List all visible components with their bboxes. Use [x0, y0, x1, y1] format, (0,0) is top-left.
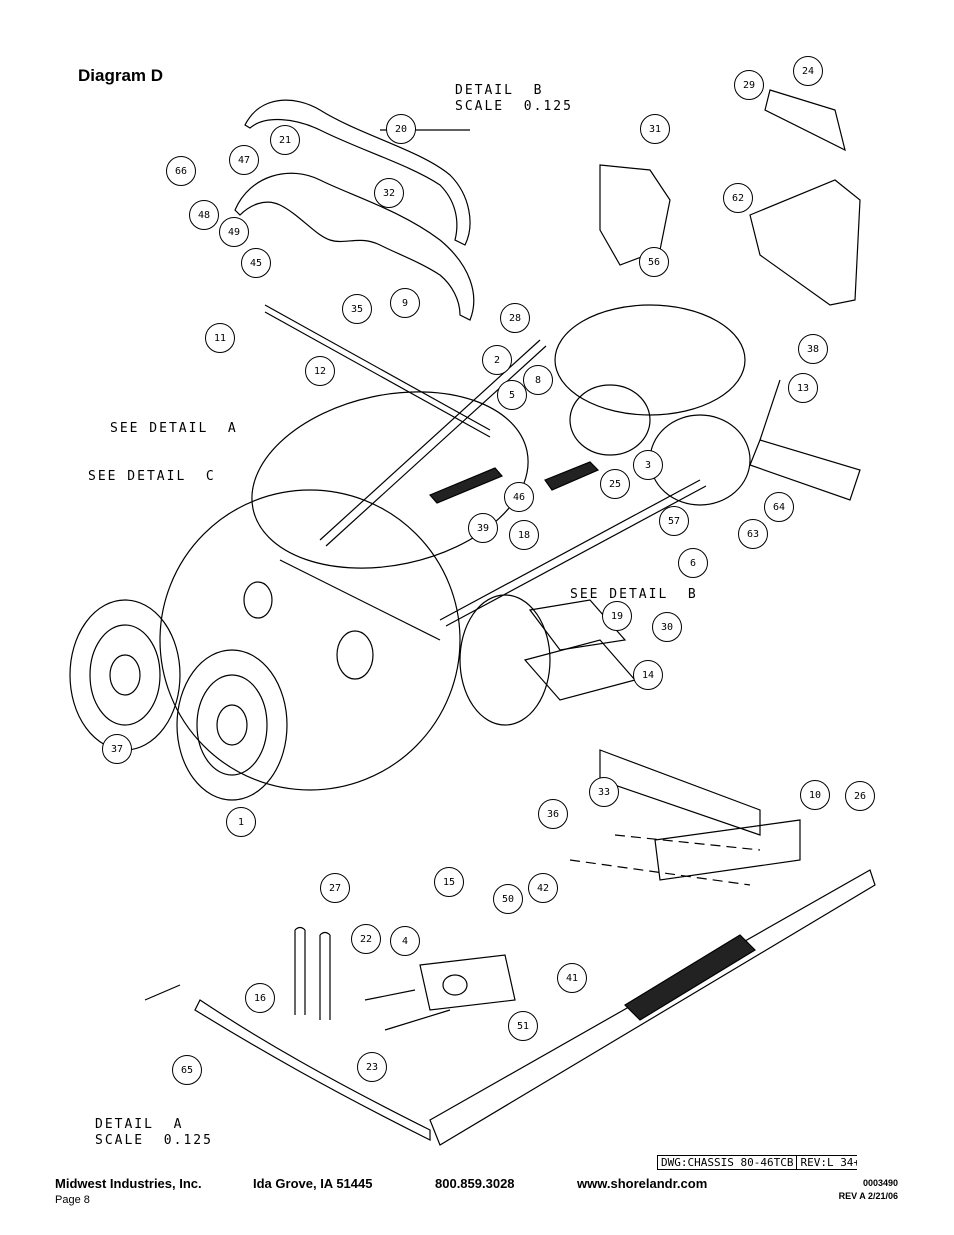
callout-19: 19: [602, 601, 632, 631]
footer-phone: 800.859.3028: [435, 1176, 515, 1191]
callout-9: 9: [390, 288, 420, 318]
dwg-revision: REV:L 34+: [800, 1156, 857, 1169]
plate-4: [419, 954, 516, 1011]
bolt-23: [384, 1009, 451, 1031]
callout-5: 5: [497, 380, 527, 410]
crossmember-12: [264, 304, 491, 431]
channel-14: [523, 639, 637, 701]
bracket-10: [599, 749, 761, 836]
callout-18: 18: [509, 520, 539, 550]
callout-4: 4: [390, 926, 420, 956]
hub-lower: [336, 630, 374, 680]
callout-6: 6: [678, 548, 708, 578]
detail-a-scale: SCALE 0.125: [95, 1133, 213, 1148]
callout-62: 62: [723, 183, 753, 213]
tire-1: [176, 649, 288, 801]
callout-42: 42: [528, 873, 558, 903]
bracket-24: [764, 89, 846, 152]
frame-rail-6: [439, 479, 701, 621]
callout-29: 29: [734, 70, 764, 100]
step-pad: [624, 934, 756, 1021]
bolt-long: [144, 984, 181, 1001]
callout-64: 64: [764, 492, 794, 522]
tire-37: [69, 599, 181, 751]
callout-38: 38: [798, 334, 828, 364]
callout-14: 14: [633, 660, 663, 690]
callout-27: 27: [320, 873, 350, 903]
callout-26: 26: [845, 781, 875, 811]
doc-number: 0003490: [862, 1178, 898, 1188]
callout-50: 50: [493, 884, 523, 914]
callout-16: 16: [245, 983, 275, 1013]
callout-11: 11: [205, 323, 235, 353]
winch-plate: [749, 179, 861, 306]
callout-13: 13: [788, 373, 818, 403]
tongue-13: [749, 439, 861, 501]
callout-56: 56: [639, 247, 669, 277]
detail-b-title: DETAIL B: [455, 83, 544, 98]
callout-25: 25: [600, 469, 630, 499]
callout-22: 22: [351, 924, 381, 954]
callout-15: 15: [434, 867, 464, 897]
callout-2: 2: [482, 345, 512, 375]
callout-63: 63: [738, 519, 768, 549]
detail-b-ring: [459, 594, 551, 726]
callout-48: 48: [189, 200, 219, 230]
callout-8: 8: [523, 365, 553, 395]
callout-1: 1: [226, 807, 256, 837]
rear-wheel-fender: [554, 304, 746, 416]
callout-24: 24: [793, 56, 823, 86]
step-39: [428, 467, 504, 504]
detail-c-ring: [159, 489, 461, 791]
callout-45: 45: [241, 248, 271, 278]
callout-31: 31: [640, 114, 670, 144]
callout-35: 35: [342, 294, 372, 324]
bolt-22: [364, 989, 416, 1001]
detail-b-scale: SCALE 0.125: [455, 99, 573, 114]
callout-57: 57: [659, 506, 689, 536]
callout-23: 23: [357, 1052, 387, 1082]
step-46: [544, 461, 600, 491]
callout-39: 39: [468, 513, 498, 543]
see-detail-a-label: SEE DETAIL A: [110, 421, 238, 436]
u-bolt-27: [294, 926, 306, 1015]
callout-32: 32: [374, 178, 404, 208]
footer-website[interactable]: www.shorelandr.com: [577, 1176, 708, 1191]
page-title: Diagram D: [78, 66, 164, 85]
footer-company: Midwest Industries, Inc.: [55, 1176, 202, 1191]
callout-10: 10: [800, 780, 830, 810]
callout-28: 28: [500, 303, 530, 333]
footer-city: Ida Grove, IA 51445: [253, 1176, 373, 1191]
fender-49: [234, 172, 475, 321]
plate-19: [528, 599, 627, 651]
detail-a-title: DETAIL A: [95, 1117, 184, 1132]
hub-upper: [243, 581, 273, 619]
dwg-number: DWG:CHASSIS 80-46TCB: [658, 1156, 798, 1169]
axle: [279, 559, 441, 641]
see-detail-b-label: SEE DETAIL B: [570, 587, 698, 602]
callout-46: 46: [504, 482, 534, 512]
callout-20: 20: [386, 114, 416, 144]
callout-41: 41: [557, 963, 587, 993]
page-number: Page 8: [55, 1194, 90, 1206]
callout-49: 49: [219, 217, 249, 247]
doc-revision: REV A 2/21/06: [838, 1191, 898, 1201]
callout-66: 66: [166, 156, 196, 186]
callout-65: 65: [172, 1055, 202, 1085]
callout-37: 37: [102, 734, 132, 764]
fender-20: [244, 99, 471, 246]
callout-47: 47: [229, 145, 259, 175]
callout-3: 3: [633, 450, 663, 480]
callout-21: 21: [270, 125, 300, 155]
spring-65: [194, 999, 431, 1141]
callout-51: 51: [508, 1011, 538, 1041]
callout-33: 33: [589, 777, 619, 807]
callout-12: 12: [305, 356, 335, 386]
drawing-title-block: DWG:CHASSIS 80-46TCB REV:L 34+: [657, 1155, 857, 1170]
see-detail-c-label: SEE DETAIL C: [88, 469, 216, 484]
detail-a-ring: [251, 391, 529, 569]
callout-30: 30: [652, 612, 682, 642]
callout-36: 36: [538, 799, 568, 829]
